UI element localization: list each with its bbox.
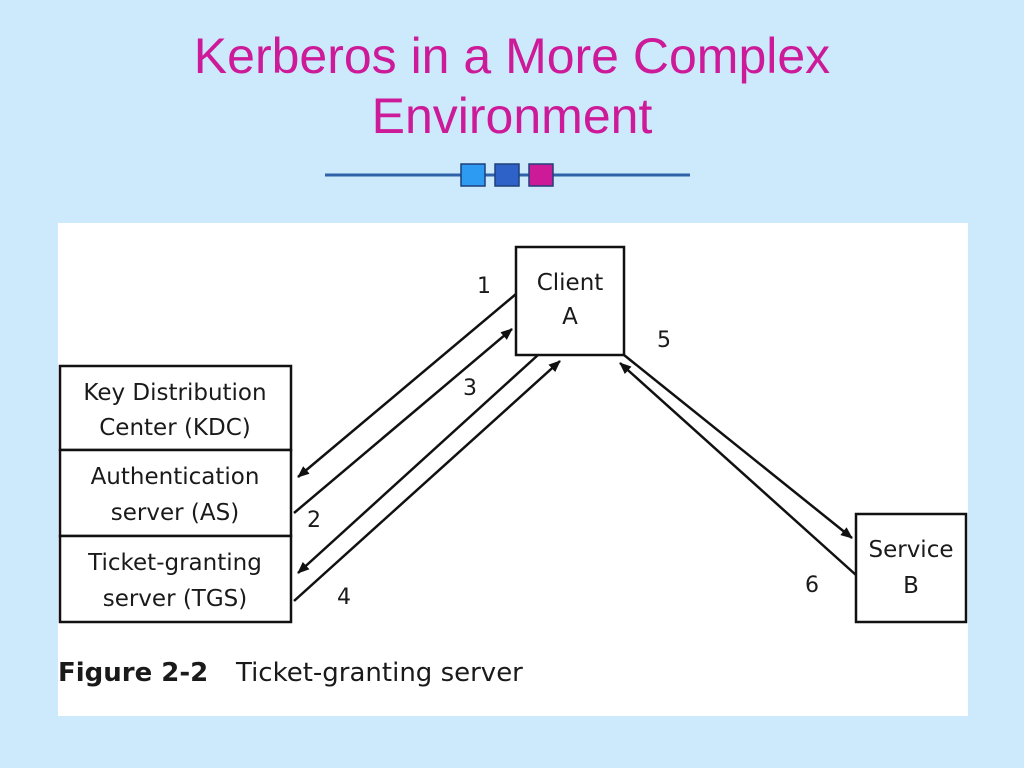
kdc-label-line-2: Center (KDC) [99, 415, 251, 441]
kdc-group: Key Distribution Center (KDC) Authentica… [58, 364, 293, 624]
step-number-4: 4 [337, 585, 351, 610]
tgs-label-line-1: Ticket-granting [87, 550, 262, 576]
service-b-box: Service B [854, 512, 968, 624]
kdc-label-line-1: Key Distribution [83, 380, 266, 406]
arrow-step-1-client-to-as [297, 293, 517, 478]
slide-title-line-1: Kerberos in a More Complex [193, 28, 831, 84]
step-number-6: 6 [805, 573, 819, 598]
tgs-label-line-2: server (TGS) [103, 586, 248, 612]
divider-square-1 [460, 163, 486, 187]
service-b-label-line-1: Service [868, 537, 953, 563]
figure-panel: Client A Key Distribution Center (KDC) A… [58, 223, 968, 716]
client-a-label-line-1: Client [537, 270, 604, 296]
step-number-1: 1 [477, 274, 491, 299]
figure-caption-label: Figure 2-2 [58, 658, 208, 688]
title-divider [325, 163, 690, 187]
authentication-server-box [58, 448, 293, 538]
as-label-line-1: Authentication [91, 464, 260, 490]
kerberos-diagram: Client A Key Distribution Center (KDC) A… [58, 245, 968, 688]
divider-square-2 [494, 163, 520, 187]
arrow-step-6-service-to-client [619, 362, 857, 576]
ticket-granting-server-box [58, 534, 293, 624]
arrow-step-4-tgs-to-client [293, 360, 561, 602]
slide-title-line-2: Environment [371, 88, 653, 144]
arrow-step-3-client-to-tgs [297, 354, 539, 574]
divider-square-3 [528, 163, 554, 187]
client-a-label-line-2: A [562, 304, 578, 330]
arrow-step-5-client-to-service [623, 354, 853, 539]
arrow-step-2-as-to-client [293, 328, 513, 514]
slide-title: Kerberos in a More Complex Environment [0, 26, 1024, 146]
step-number-2: 2 [307, 508, 321, 533]
figure-caption-text: Ticket-granting server [235, 658, 523, 688]
as-label-line-2: server (AS) [111, 500, 239, 526]
client-a-box: Client A [514, 245, 626, 357]
step-number-5: 5 [657, 328, 671, 353]
service-b-label-line-2: B [903, 573, 919, 599]
step-number-3: 3 [463, 376, 477, 401]
